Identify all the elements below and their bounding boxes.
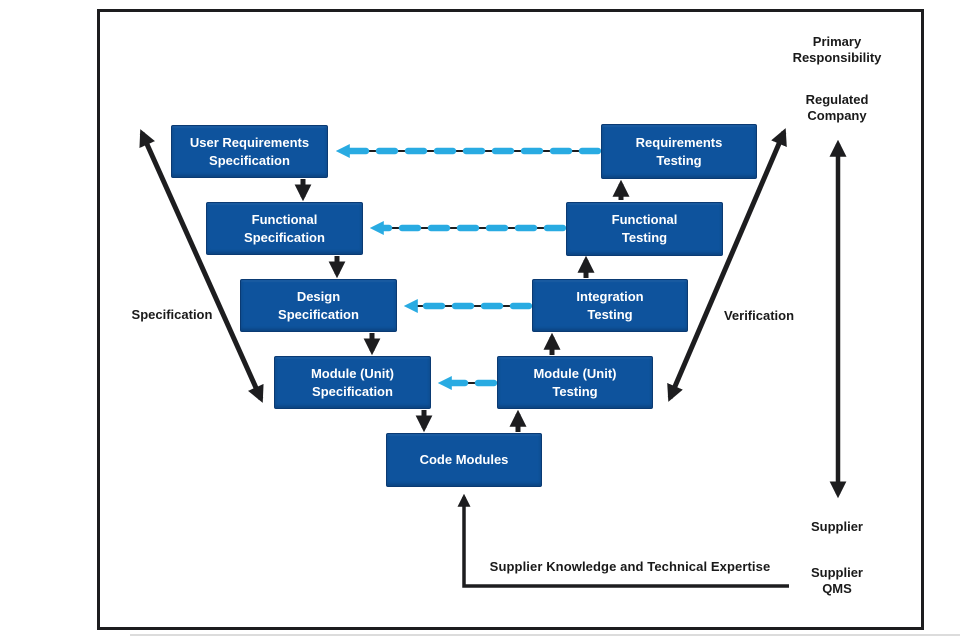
box-module-unit-specification: Module (Unit) Specification <box>274 356 431 409</box>
supplier-label: Supplier <box>810 519 863 534</box>
diagram-border <box>97 9 924 630</box>
box-functional-testing: Functional Testing <box>566 202 723 256</box>
verification-diagonal-arrow <box>667 128 787 402</box>
supplier-qms-label: Supplier QMS <box>810 565 863 596</box>
box-functional-specification: Functional Specification <box>206 202 363 255</box>
regulated-company-label: Regulated Company <box>805 92 869 123</box>
box-design-specification: Design Specification <box>240 279 397 332</box>
specification-diagonal-arrow <box>139 129 264 403</box>
box-module-unit-testing: Module (Unit) Testing <box>497 356 653 409</box>
supplier-knowledge-label: Supplier Knowledge and Technical Experti… <box>489 559 771 574</box>
supplier-knowledge-connector <box>457 493 789 588</box>
specification-label: Specification <box>131 307 213 322</box>
verification-label: Verification <box>723 308 795 323</box>
primary-responsibility-label: Primary Responsibility <box>792 34 882 65</box>
box-requirements-testing: Requirements Testing <box>601 124 757 179</box>
page-edge-line <box>130 634 960 636</box>
box-integration-testing: Integration Testing <box>532 279 688 332</box>
box-code-modules: Code Modules <box>386 433 542 487</box>
box-user-requirements-specification: User Requirements Specification <box>171 125 328 178</box>
